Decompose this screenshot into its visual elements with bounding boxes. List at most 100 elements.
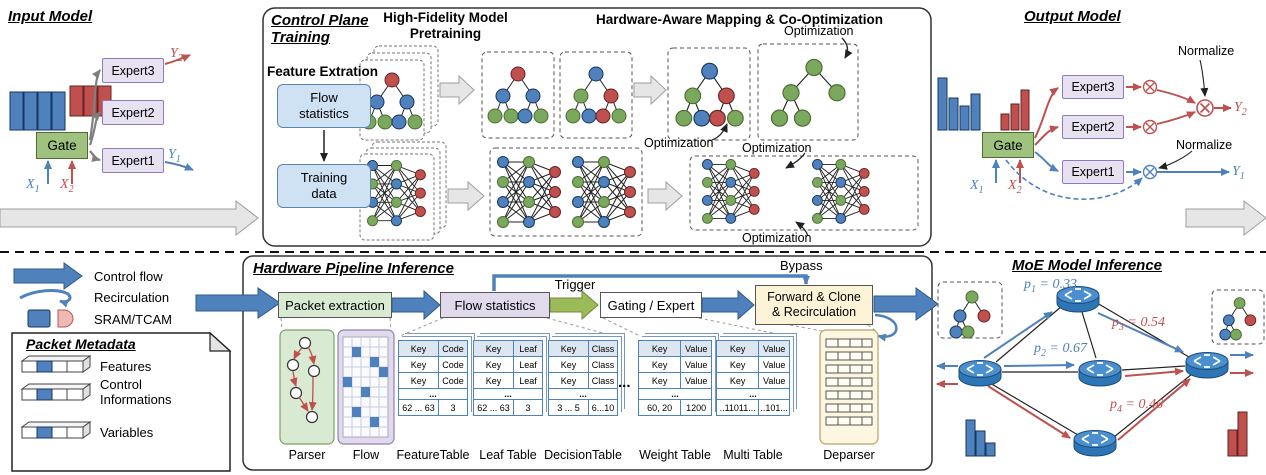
optimization-label-net-bottom: Optimization <box>742 231 812 245</box>
multi-table-label: Multi Table <box>723 448 783 462</box>
output-x2-label: X2 <box>1008 178 1022 196</box>
stage-arrow-3 <box>447 180 485 212</box>
input-expert1: Expert1 <box>102 148 164 173</box>
normalize-label-top: Normalize <box>1178 44 1235 58</box>
legend-control-flow: Control flow <box>94 269 163 284</box>
mapping-heading: Hardware-Aware Mapping & Co-Optimization <box>595 12 884 27</box>
flow-label: Flow <box>352 448 380 462</box>
moe-p2-label: p2 = 0.67 <box>1034 341 1087 359</box>
input-x-arrows <box>44 160 76 184</box>
metadata-row-icons <box>21 355 91 439</box>
moe-tree-left <box>937 281 1003 339</box>
output-expert1: Expert1 <box>1062 160 1124 184</box>
metadata-variables: Variables <box>100 425 154 440</box>
stage-arrow-blue-1 <box>391 289 441 321</box>
output-gate: Gate <box>982 132 1034 158</box>
multiply-icon-2 <box>1142 119 1158 135</box>
stage-arrow-2 <box>633 74 667 106</box>
optimization-label-net-top: Optimization <box>742 141 812 155</box>
feature-extraction-heading: Feature Extration <box>267 64 379 79</box>
normalize-pointer-arrows <box>1158 59 1209 170</box>
output-x1-label: X1 <box>970 178 984 196</box>
moe-mesh-lines <box>989 302 1193 438</box>
parser-panel <box>279 329 335 445</box>
leaf-table-label: Leaf Table <box>479 448 537 462</box>
metadata-features: Features <box>100 359 152 374</box>
input-expert2: Expert2 <box>102 100 164 125</box>
bypass-label: Bypass <box>780 258 823 273</box>
main-flow-arrow-right <box>1185 199 1266 237</box>
input-x1-label: X1 <box>26 177 40 195</box>
legend-recirculation: Recirculation <box>94 290 170 305</box>
moe-p4-label: p4 = 0.46 <box>1110 397 1163 415</box>
multiply-icon-3 <box>1142 164 1158 180</box>
output-x-arrows <box>992 159 1024 183</box>
output-y-arrows <box>1157 104 1232 176</box>
output-y2-label: Y2 <box>1234 100 1247 118</box>
moe-title: MoE Model Inference <box>1012 257 1163 274</box>
optimization-label-tree-top: Optimization <box>784 24 854 38</box>
input-tensor-blue <box>9 91 66 131</box>
legend-sram-tcam: SRAM/TCAM <box>94 312 172 327</box>
stage-arrow-blue-2 <box>701 289 755 321</box>
forward-recirculation-loop <box>874 313 898 342</box>
multiply-icon-big <box>1196 99 1214 117</box>
gate-weight-dashed-curve <box>1005 159 1143 200</box>
router-icons <box>958 285 1229 457</box>
packet-metadata-title: Packet Metadata <box>26 336 136 352</box>
input-gate-expert-arrows <box>88 69 101 162</box>
control-plane-title: Control Plane Training <box>271 12 369 46</box>
stage-packet-extraction: Packet extraction <box>278 292 392 318</box>
output-hist-blue <box>937 77 981 131</box>
moe-io-arrows <box>936 351 1254 388</box>
recirculation-icon <box>19 289 72 308</box>
stage-arrow-1 <box>439 74 475 106</box>
pipeline-title: Hardware Pipeline Inference <box>253 260 454 277</box>
input-y1-label: Y1 <box>168 147 181 165</box>
output-expert3: Expert3 <box>1062 75 1124 99</box>
tree-optimization-arrows <box>711 37 853 141</box>
moe-p1-label: p1 = 0.33 <box>1024 277 1077 295</box>
main-flow-arrow-left <box>0 199 259 237</box>
stage-forward-clone: Forward & Clone & Recirculation <box>755 285 873 325</box>
moe-hist-blue <box>965 419 996 457</box>
input-x2-label: X2 <box>60 177 74 195</box>
stage-gating-expert: Gating / Expert <box>600 292 702 318</box>
stage-flow-statistics: Flow statistics <box>440 292 550 318</box>
optimization-label-tree-bottom: Optimization <box>644 136 714 150</box>
mapping-trees <box>667 43 859 141</box>
decision-table-label: DecisionTable <box>544 448 622 462</box>
flow-panel <box>337 329 395 445</box>
input-y2-label: Y2 <box>170 46 183 64</box>
trigger-arrow <box>549 289 599 321</box>
pretraining-trees <box>481 51 633 139</box>
expert-multiply-arrows <box>1126 83 1142 176</box>
stage-arrow-4 <box>647 180 683 212</box>
pretraining-net-stack <box>359 141 447 241</box>
moe-flow-arrows <box>983 311 1191 441</box>
feature-table-label: FeatureTable <box>396 448 470 462</box>
deparser-label: Deparser <box>823 448 875 462</box>
control-flow-icon <box>13 262 83 290</box>
pretraining-heading: High-Fidelity Model Pretraining <box>383 10 508 41</box>
input-expert3: Expert3 <box>102 58 164 83</box>
multiply-icon-1 <box>1142 79 1158 95</box>
net-optimization-arrows <box>785 152 809 237</box>
pretraining-nets <box>489 147 643 237</box>
input-y-arrows <box>164 54 194 171</box>
weight-table-label: Weight Table <box>639 448 711 462</box>
bypass-line <box>492 274 810 291</box>
output-expert2: Expert2 <box>1062 115 1124 139</box>
pretraining-tree-stack <box>359 45 439 141</box>
output-hist-red <box>1000 89 1030 131</box>
tables-ellipsis: ... <box>618 374 631 391</box>
input-model-title: Input Model <box>8 8 93 25</box>
moe-exit-arrow <box>873 287 939 321</box>
